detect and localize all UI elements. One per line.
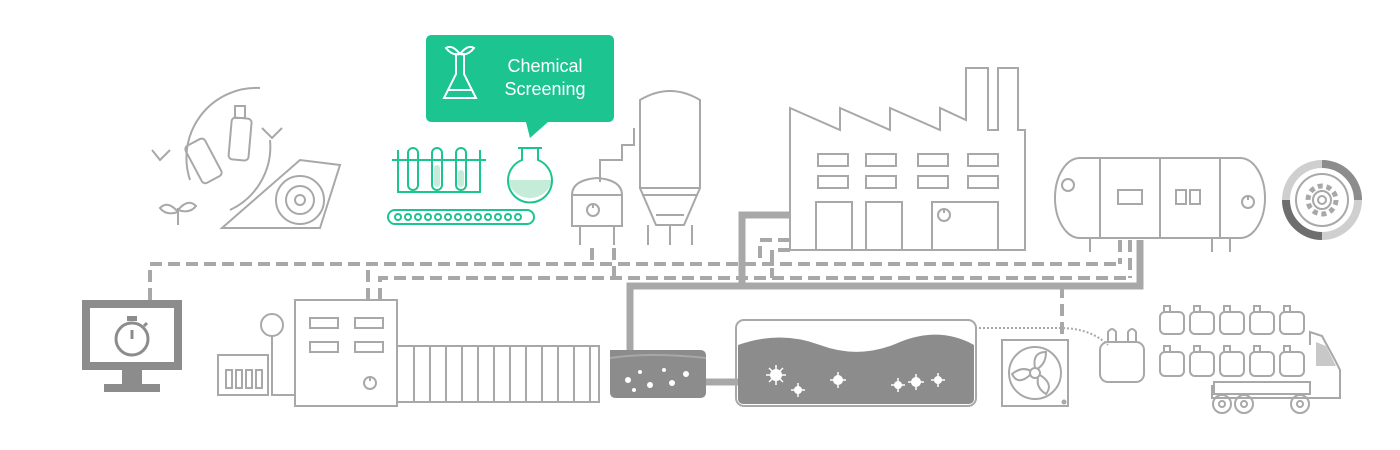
reactor-tank-icon xyxy=(571,128,635,245)
solid-pipes xyxy=(626,211,1144,386)
collection-bag-icon xyxy=(1099,328,1145,383)
delivery-truck-icon xyxy=(1159,305,1341,414)
factory-icon xyxy=(789,67,1026,251)
control-building-icon xyxy=(217,299,600,407)
silo-icon xyxy=(639,90,701,245)
dosing-basin-icon xyxy=(609,350,707,398)
callout-line-1: Chemical xyxy=(507,56,582,76)
settings-gear-icon xyxy=(1282,160,1362,240)
sprout-icon xyxy=(158,201,198,225)
callout-line-2: Screening xyxy=(504,79,585,99)
flask-icon xyxy=(507,147,553,204)
callout-bubble xyxy=(426,35,614,138)
monitor-timer-icon xyxy=(82,300,182,392)
dashed-pipes xyxy=(148,238,1132,340)
hose xyxy=(975,327,1109,346)
conveyor-belt-icon xyxy=(387,209,535,225)
recycling-bottles-icon xyxy=(151,86,342,229)
chemistry-flask-icon xyxy=(442,45,478,99)
test-tubes-icon xyxy=(392,147,486,193)
storage-tank-icon xyxy=(1054,157,1266,252)
fan-unit-icon xyxy=(1001,339,1069,407)
truck-window xyxy=(1316,342,1336,366)
bioreactor-basin-icon xyxy=(735,319,977,407)
